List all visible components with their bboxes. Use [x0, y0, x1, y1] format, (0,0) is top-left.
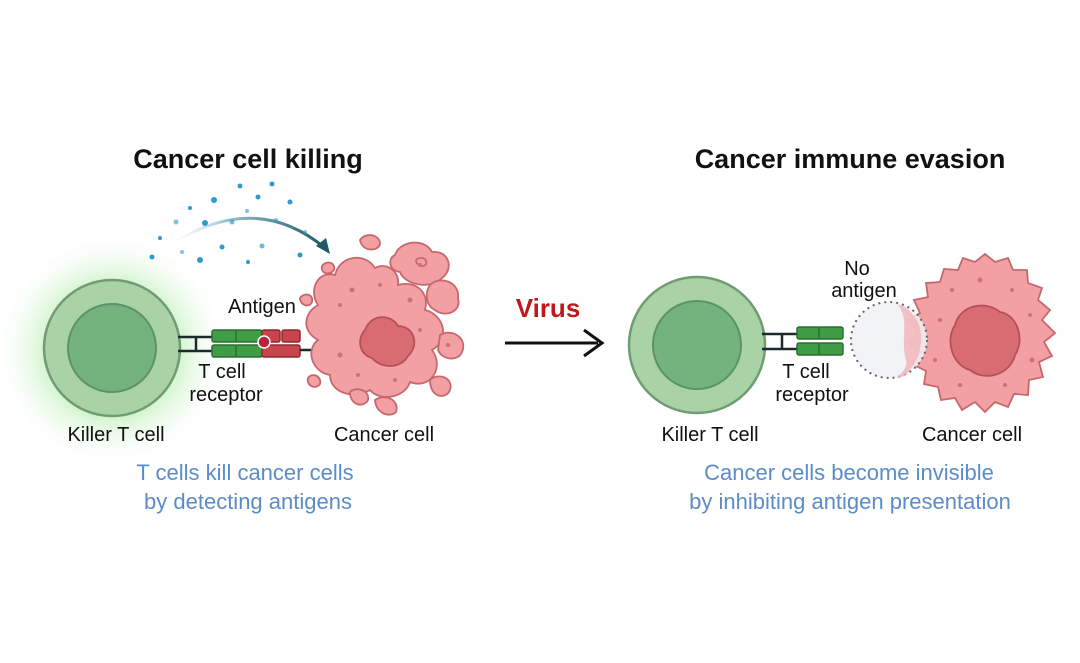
right-caption-line1: Cancer cells become invisible	[704, 460, 994, 485]
left-panel: Cancer cell killing Antigen T cell	[0, 144, 465, 514]
receptor-label-left-line2: receptor	[189, 384, 263, 406]
right-panel: Cancer immune evasion	[627, 144, 1057, 514]
t-cell-receptor-right	[762, 326, 844, 356]
no-antigen-label-line2: antigen	[831, 280, 897, 302]
virus-transition: Virus	[505, 293, 605, 358]
cancer-granules-left	[337, 263, 450, 382]
killer-t-cell-left	[42, 278, 182, 418]
antigen-peptide	[257, 335, 271, 349]
antigen-complex	[257, 329, 335, 358]
virus-label: Virus	[516, 293, 581, 323]
right-panel-title: Cancer immune evasion	[695, 144, 1006, 174]
killer-t-cell-label-right: Killer T cell	[661, 424, 758, 446]
cytokine-release	[149, 181, 330, 264]
killer-t-cell-label-left: Killer T cell	[67, 424, 164, 446]
right-caption-line2: by inhibiting antigen presentation	[689, 489, 1011, 514]
left-panel-title: Cancer cell killing	[133, 144, 363, 174]
no-antigen-label-line1: No	[844, 258, 870, 280]
receptor-label-right-line2: receptor	[775, 384, 849, 406]
no-antigen-zone	[850, 301, 928, 379]
cancer-cell-label-left: Cancer cell	[334, 424, 434, 446]
killer-t-cell-right	[627, 275, 767, 415]
t-cell-receptor-left	[178, 329, 263, 358]
left-caption-line2: by detecting antigens	[144, 489, 352, 514]
transition-arrow-head	[583, 328, 605, 358]
evasive-cancer-cell	[906, 252, 1057, 414]
receptor-label-left-line1: T cell	[198, 361, 245, 383]
antigen-label: Antigen	[228, 296, 296, 318]
receptor-label-right-line1: T cell	[782, 361, 829, 383]
fragmented-cancer-cell	[299, 234, 465, 416]
cancer-cell-label-right: Cancer cell	[922, 424, 1022, 446]
left-caption-line1: T cells kill cancer cells	[136, 460, 353, 485]
